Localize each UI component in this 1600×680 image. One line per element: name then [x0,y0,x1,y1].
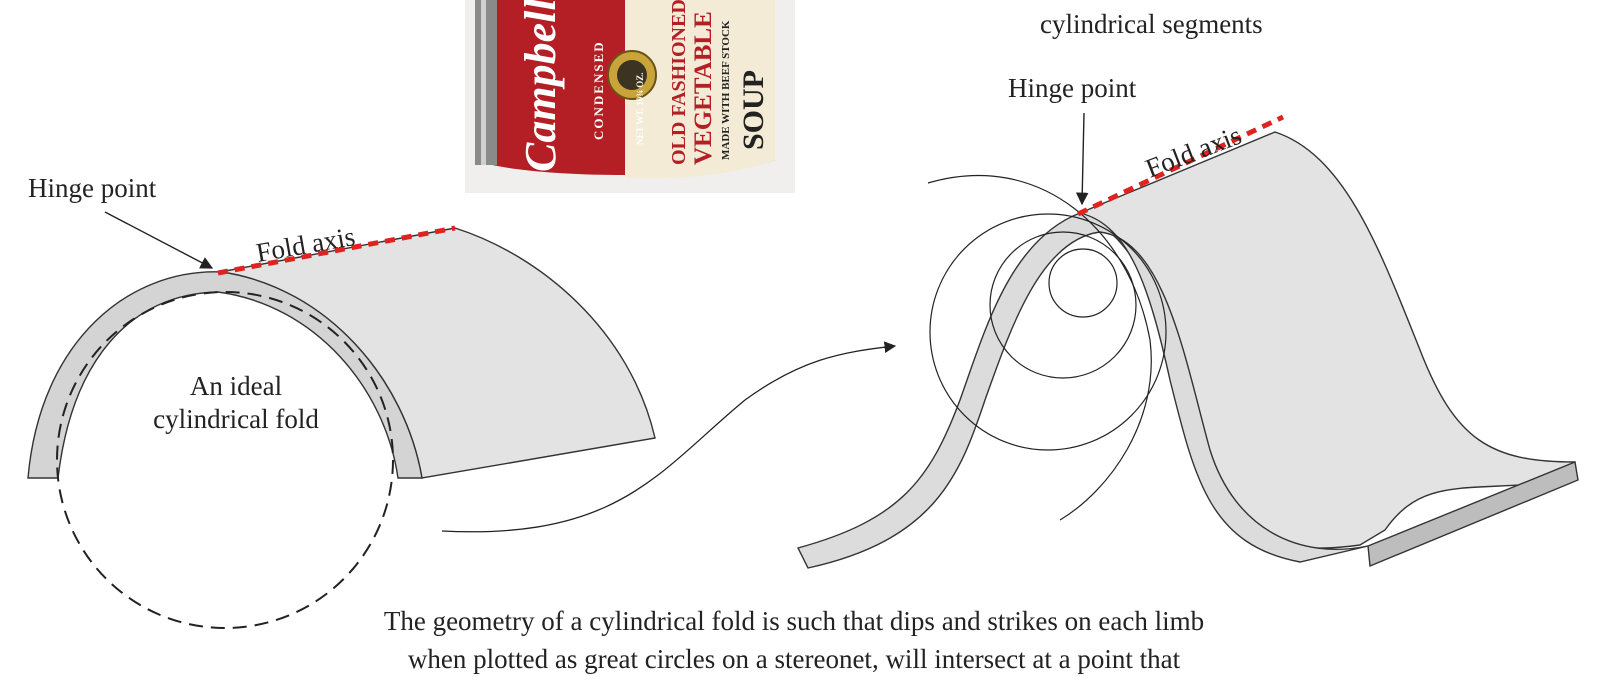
ideal-cylindrical-fold [27,211,656,629]
right-fold-end-face [1367,461,1579,568]
ideal-fold-label-line2: cylindrical fold [153,404,319,434]
fold-axis-right-line [1076,114,1285,217]
can-cream-band [625,0,775,179]
great-circle-medium [989,231,1137,379]
caption-line1: The geometry of a cylindrical fold is su… [384,606,1204,636]
hinge-point-label-right: Hinge point [1008,73,1137,103]
top-right-partial-label: cylindrical segments [1040,9,1263,39]
hinge-arrow-right [1075,112,1089,206]
complex-fold [796,112,1579,569]
ideal-circle [56,291,394,629]
great-circle-outer-arc [927,174,1152,521]
can-line-beef-stock: MADE WITH BEEF STOCK [720,20,732,160]
hinge-point-label-left: Hinge point [28,173,157,203]
great-circle-large [929,213,1167,451]
fold-axis-left-line [217,225,456,276]
connector-arrow [441,341,897,533]
soup-can-image: Campbell's CONDENSED NET WT. 10¾ OZ. OLD… [465,0,795,193]
ideal-fold-label-line1: An ideal [190,371,282,401]
can-line-vegetable: VEGETABLE [690,11,717,165]
hinge-arrow-left [104,211,214,269]
fold-top-surface [219,227,656,479]
can-net-weight: NET WT. 10¾ OZ. [635,72,645,145]
great-circle-small [1048,248,1118,318]
can-line-soup: SOUP [737,70,770,150]
can-brand: Campbell's [516,0,565,172]
right-fold-back-surface [1078,131,1576,549]
can-line-old-fashioned: OLD FASHIONED [668,0,690,165]
caption-line2: when plotted as great circles on a stere… [408,644,1181,674]
can-condensed: CONDENSED [591,40,606,140]
